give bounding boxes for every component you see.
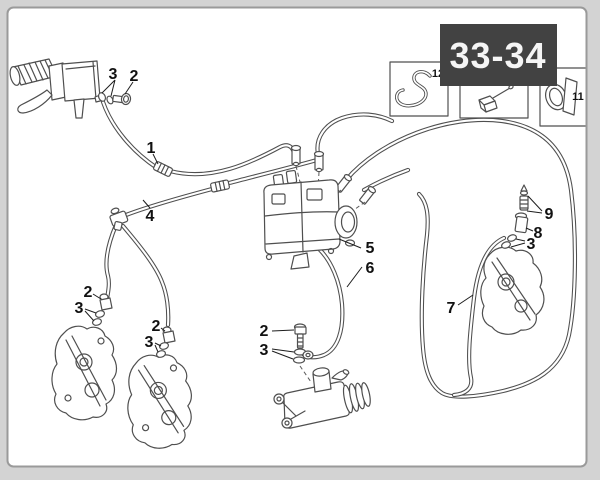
bleed-valve-and-cap (519, 184, 529, 211)
hose-tee-junction (109, 207, 129, 231)
part-box-11-label: 11 (572, 91, 584, 103)
rear-washers (501, 234, 517, 249)
callout-front-washers[interactable]: 3 (109, 66, 118, 83)
callout-rear-mc-washers[interactable]: 3 (260, 342, 269, 359)
callout-bleed-valve[interactable]: 9 (545, 206, 554, 223)
hose-coupling-1 (153, 161, 173, 177)
clip-fastener-icon (478, 84, 514, 113)
callout-rear-mc-hose[interactable]: 6 (366, 260, 375, 277)
callout-front-banjo-bolt[interactable]: 2 (130, 68, 139, 85)
front-banjo-washers (97, 92, 114, 105)
callout-rear-mc-bolt[interactable]: 2 (260, 323, 269, 340)
callout-leader-lines (84, 79, 543, 360)
abs-line-fittings (290, 144, 377, 223)
callout-front-brake-hose[interactable]: 1 (147, 140, 156, 157)
rear-mc-bolt (293, 323, 307, 349)
hose-coupling-2 (210, 179, 230, 193)
front-caliper-left (51, 293, 118, 421)
hose-clamp-icon (545, 77, 578, 116)
callout-rear-brake-hose[interactable]: 7 (447, 300, 456, 317)
callout-abs-front-hose[interactable]: 4 (146, 208, 155, 225)
front-banjo-bolt (112, 92, 132, 106)
part-box-11[interactable]: 11 (539, 67, 598, 127)
callout-right-caliper-washers[interactable]: 3 (145, 334, 154, 351)
rear-caliper (480, 184, 545, 335)
page-number-text: 33-34 (449, 35, 546, 76)
part-box-middle[interactable] (459, 65, 529, 119)
rear-hose-fitting (514, 212, 529, 234)
page-number-badge: 33-34 (440, 24, 557, 86)
callout-left-caliper-bolt[interactable]: 2 (84, 284, 93, 301)
rear-master-cylinder (273, 323, 371, 429)
callouts: 3 2 1 4 5 6 2 3 2 3 2 3 7 8 9 3 (75, 66, 554, 359)
brake-lever (17, 89, 53, 114)
front-caliper-right (122, 326, 197, 452)
callout-abs-unit[interactable]: 5 (366, 240, 375, 257)
callout-rear-washers[interactable]: 3 (527, 236, 536, 253)
callout-left-caliper-washers[interactable]: 3 (75, 300, 84, 317)
callout-right-caliper-bolt[interactable]: 2 (152, 318, 161, 335)
abs-modulator-unit (263, 169, 358, 270)
front-master-cylinder (9, 58, 132, 119)
callout-rear-fitting[interactable]: 8 (534, 225, 543, 242)
